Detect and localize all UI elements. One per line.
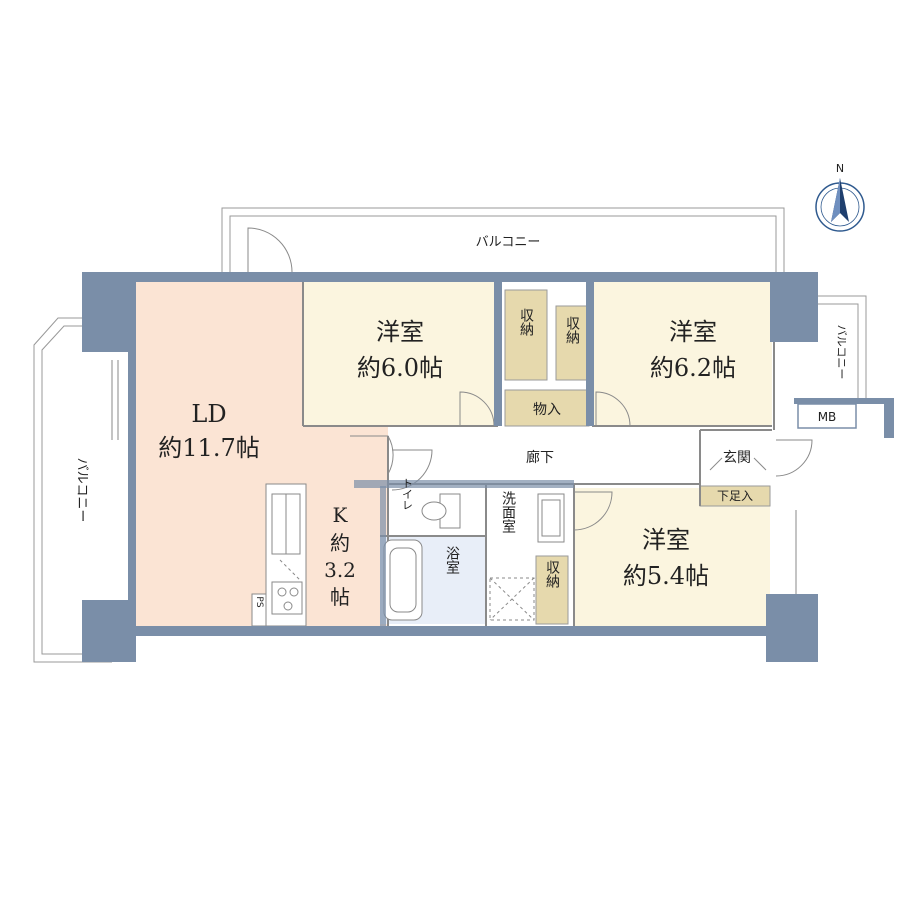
storage3-label: 収納: [544, 560, 560, 589]
ps-label: PS: [254, 596, 264, 607]
mb-box: [797, 403, 857, 429]
ld-name: LD: [191, 400, 226, 428]
storage2-label: 収納: [564, 316, 580, 345]
balcony-right-label: バルコニー: [835, 325, 848, 380]
shoe-box-label: 下足入: [717, 489, 753, 503]
western1-size: 約6.0帖: [357, 354, 443, 382]
entrance-label: 玄関: [723, 449, 751, 466]
kitchen-line2: 3.2: [324, 558, 356, 582]
balcony-top-label: バルコニー: [476, 235, 541, 250]
western1-name: 洋室: [376, 318, 424, 346]
kitchen-counter: [265, 483, 307, 627]
storage1-label: 収納: [518, 308, 534, 337]
north-arrow-icon: N: [815, 162, 865, 232]
closet-label: 物入: [533, 402, 561, 418]
western2-floor: [592, 282, 772, 426]
structural-walls: [82, 272, 894, 662]
balcony-right: バルコニー: [808, 295, 867, 400]
kitchen-line3: 帖: [330, 585, 350, 609]
mb-label: MB: [818, 410, 837, 424]
ld-size: 約11.7帖: [158, 434, 259, 462]
hallway-label: 廊下: [526, 449, 554, 466]
bath-label: 浴室: [444, 546, 460, 574]
washroom-fixtures: [489, 493, 565, 621]
hallway-floor: [388, 428, 700, 484]
toilet-fixture: [421, 493, 461, 529]
western2-size: 約6.2帖: [650, 354, 736, 382]
storage3: [535, 555, 569, 625]
storage2: [555, 305, 590, 381]
western3-name: 洋室: [642, 526, 690, 554]
bathtub: [383, 539, 423, 621]
storage1: [504, 289, 548, 381]
balcony-top: バルコニー: [221, 207, 785, 272]
western2-name: 洋室: [669, 318, 717, 346]
washroom-label: 洗面室: [500, 491, 516, 533]
entrance-floor: [704, 432, 770, 486]
kitchen-line1: 約: [330, 531, 350, 555]
western3-floor: [574, 488, 770, 626]
closet: [504, 389, 590, 427]
western1-floor: [303, 282, 498, 426]
toilet-label: トイレ: [401, 478, 414, 511]
door-swings: [247, 227, 813, 531]
room-labels: LD 約11.7帖 K 約 3.2 帖 洋室 約6.0帖 洋室 約6.2帖 洋室…: [158, 308, 836, 609]
compass-label: N: [836, 162, 844, 175]
balcony-left-label: バルコニー: [74, 458, 89, 523]
balcony-left: バルコニー: [33, 317, 112, 663]
western3-size: 約5.4帖: [623, 562, 709, 590]
kitchen-name: K: [333, 503, 349, 527]
